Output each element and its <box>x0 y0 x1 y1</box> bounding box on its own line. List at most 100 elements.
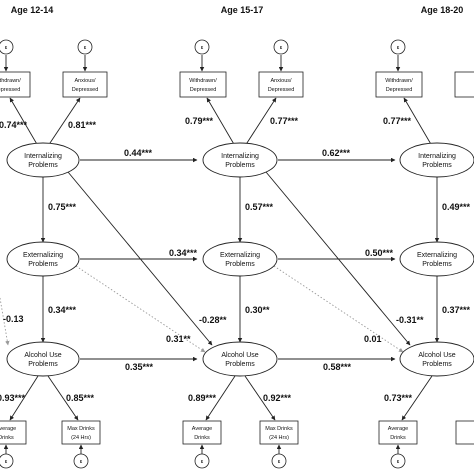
latent-label: Internalizing <box>418 153 456 160</box>
bottom-indicators: Average Drinks Max Drinks (24 Hrs) Avera… <box>0 420 474 445</box>
error-circle <box>194 453 210 469</box>
age-header-wave1: Age 12-14 <box>11 5 54 15</box>
int-stability-coef: 0.62*** <box>322 148 351 158</box>
latent-externalizing <box>399 241 474 277</box>
int-stability-coef: 0.44*** <box>124 148 153 158</box>
indicator-box-max <box>259 420 299 445</box>
indicator-box-average <box>0 420 27 445</box>
indicator-label: Drinks <box>0 435 14 441</box>
coefficients: 0.74*** 0.81*** 0.79*** 0.77*** 0.77*** … <box>0 116 471 403</box>
latent-label: Problems <box>422 162 452 169</box>
latent-variables: Internalizing Problems Internalizing Pro… <box>6 142 474 377</box>
latent-label: Alcohol Use <box>24 352 61 359</box>
ext-stability-coef: 0.50*** <box>365 248 394 258</box>
indicator-label: Max Drinks <box>67 426 95 432</box>
indicator-box-average <box>182 420 222 445</box>
error-circle <box>271 453 287 469</box>
indicator-label: Average <box>192 426 212 432</box>
ext-to-alc-lag-arrow <box>273 265 404 353</box>
loading-coef: 0.92*** <box>263 393 292 403</box>
top-indicators: Withdrawn/ Depressed Anxious/ Depressed … <box>0 71 474 98</box>
latent-externalizing <box>202 241 278 277</box>
latent-internalizing <box>202 142 278 178</box>
latent-label: Internalizing <box>24 153 62 160</box>
latent-label: Externalizing <box>220 252 260 259</box>
age-header-wave2: Age 15-17 <box>221 5 264 15</box>
int-to-ext-coef: 0.49*** <box>442 202 471 212</box>
cross-left-coef: -0.13 <box>3 314 24 324</box>
error-symbol: ε <box>280 45 283 51</box>
latent-label: Problems <box>225 162 255 169</box>
loading-arrow <box>47 97 81 147</box>
latent-label: Problems <box>28 261 58 268</box>
indicator-label: Withdrawn/ <box>385 78 413 84</box>
loading-coef: 0.77*** <box>270 116 299 126</box>
alc-stability-coef: 0.35*** <box>125 362 154 372</box>
indicator-label: Depressed <box>386 87 413 93</box>
indicator-box-anxious <box>454 71 474 98</box>
indicator-box-withdrawn <box>375 71 423 98</box>
loading-arrow <box>401 375 433 421</box>
bottom-error-terms: ε ε ε ε ε <box>0 453 406 469</box>
ext-to-alc-lag-coef: -0.28** <box>199 315 227 325</box>
latent-label: Externalizing <box>23 252 63 259</box>
int-to-alc-arrow <box>265 171 411 346</box>
loading-arrow <box>244 97 277 147</box>
error-circle <box>0 453 14 469</box>
indicator-box-anxious <box>62 71 108 98</box>
indicator-label: (24 Hrs) <box>71 435 91 441</box>
indicator-label: Average <box>388 426 408 432</box>
latent-label: Problems <box>225 261 255 268</box>
indicator-label: Drinks <box>390 435 406 441</box>
error-circle <box>194 39 210 55</box>
loading-arrow <box>205 375 236 421</box>
error-circle <box>273 39 289 55</box>
error-symbol: ε <box>84 45 87 51</box>
error-symbol: ε <box>201 459 204 465</box>
error-symbol: ε <box>278 459 281 465</box>
ext-to-alc-coef: 0.30** <box>245 305 270 315</box>
error-symbol: ε <box>80 459 83 465</box>
latent-label: Externalizing <box>417 252 457 259</box>
top-error-terms: ε ε ε ε ε <box>0 39 406 55</box>
indicator-label: Depressed <box>0 87 20 93</box>
loading-coef: 0.81*** <box>68 120 97 130</box>
latent-label: Problems <box>225 361 255 368</box>
int-to-ext-coef: 0.75*** <box>48 202 77 212</box>
loading-coef: 0.73*** <box>384 393 413 403</box>
ext-to-alc-lag-arrow <box>75 265 206 353</box>
int-to-alc-coef: 0.01 <box>364 334 382 344</box>
ext-stability-coef: 0.34*** <box>169 248 198 258</box>
cross-left-arrow <box>0 297 10 346</box>
latent-label: Problems <box>28 361 58 368</box>
loading-arrow <box>9 375 39 421</box>
loading-coef: 0.93*** <box>0 393 26 403</box>
indicator-label: Depressed <box>72 87 99 93</box>
ext-to-alc-lag-coef: -0.31** <box>396 315 424 325</box>
loading-arrow <box>403 97 433 147</box>
latent-alcohol <box>202 341 278 377</box>
path-arrows <box>0 55 440 454</box>
error-symbol: ε <box>5 459 8 465</box>
indicator-box-max <box>455 420 474 445</box>
int-to-ext-coef: 0.57*** <box>245 202 274 212</box>
error-circle <box>390 453 406 469</box>
loading-coef: 0.89*** <box>188 393 217 403</box>
ext-to-alc-coef: 0.34*** <box>48 305 77 315</box>
int-to-alc-arrow <box>67 171 213 346</box>
latent-internalizing <box>399 142 474 178</box>
latent-alcohol <box>399 341 474 377</box>
loading-coef: 0.77*** <box>383 116 412 126</box>
loading-arrow <box>206 97 236 147</box>
indicator-box-withdrawn <box>179 71 227 98</box>
error-circle <box>0 39 14 55</box>
latent-label: Problems <box>28 162 58 169</box>
age-header-wave3: Age 18-20 <box>421 5 464 15</box>
indicator-box-average <box>378 420 418 445</box>
indicator-box-max <box>61 420 101 445</box>
indicator-label: Anxious/ <box>270 78 292 84</box>
latent-externalizing <box>6 241 80 277</box>
indicator-label: (24 Hrs) <box>269 435 289 441</box>
error-symbol: ε <box>5 45 8 51</box>
